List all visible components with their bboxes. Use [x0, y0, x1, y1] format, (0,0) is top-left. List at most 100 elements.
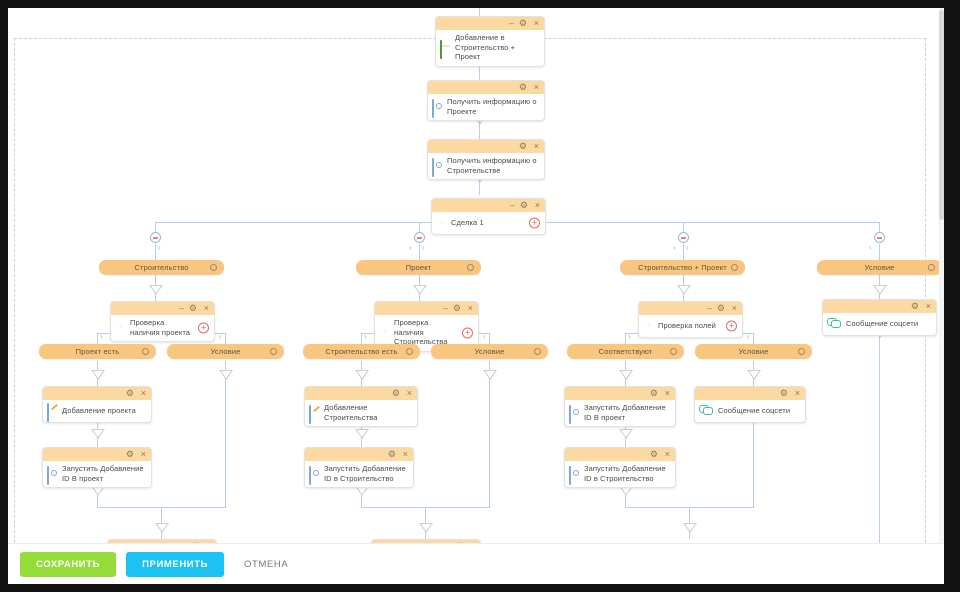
workflow-node-check[interactable]: – ⚙ × Проверка наличия проекта +: [110, 301, 215, 342]
gear-icon[interactable]: [798, 348, 805, 355]
minimize-icon[interactable]: –: [706, 303, 712, 313]
chevron-left-icon[interactable]: ‹: [409, 243, 412, 252]
close-icon[interactable]: ×: [406, 388, 412, 398]
close-icon[interactable]: ×: [533, 141, 539, 151]
branch-pill-proekt[interactable]: Проект: [356, 260, 481, 275]
chevron-right-icon[interactable]: ›: [100, 332, 103, 341]
save-button[interactable]: СОХРАНИТЬ: [20, 551, 117, 577]
close-icon[interactable]: ×: [470, 540, 475, 543]
add-branch-button[interactable]: +: [198, 322, 209, 334]
minimize-icon[interactable]: –: [178, 303, 184, 313]
condition-pill-proekt-est[interactable]: Проект есть: [39, 344, 156, 359]
add-branch-button[interactable]: +: [462, 327, 473, 339]
workflow-node[interactable]: ⚙ × Получить информацию о Проекте: [427, 80, 545, 121]
workflow-node-clipped[interactable]: ⚙ ×: [371, 539, 481, 543]
workflow-node[interactable]: ⚙ × Запустить Добавление ID в Строительс…: [304, 447, 414, 488]
gear-icon[interactable]: [670, 348, 677, 355]
gear-icon[interactable]: ⚙: [455, 540, 463, 543]
workflow-node-check[interactable]: – ⚙ × Проверка наличия Строительства +: [374, 301, 479, 352]
close-icon[interactable]: ×: [534, 200, 540, 210]
close-icon[interactable]: ×: [402, 449, 408, 459]
gear-icon[interactable]: ⚙: [716, 303, 725, 313]
workflow-node[interactable]: ⚙ × Добавление проекта: [42, 386, 152, 423]
apply-button[interactable]: ПРИМЕНИТЬ: [126, 551, 225, 577]
close-icon[interactable]: ×: [664, 388, 670, 398]
close-icon[interactable]: ×: [533, 18, 539, 28]
chevron-left-icon[interactable]: ‹: [869, 243, 872, 252]
gear-icon[interactable]: ⚙: [910, 301, 919, 311]
branch-pill-uslovie[interactable]: Условие: [817, 260, 942, 275]
gear-icon[interactable]: ⚙: [518, 82, 527, 92]
chevron-right-icon[interactable]: ›: [628, 332, 631, 341]
gear-icon[interactable]: ⚙: [125, 449, 134, 459]
gear-icon[interactable]: ⚙: [191, 540, 199, 543]
chevron-right-icon[interactable]: ›: [422, 243, 425, 252]
workflow-node-deal[interactable]: – ⚙ × Сделка 1 +: [431, 198, 546, 235]
close-icon[interactable]: ×: [925, 301, 931, 311]
scrollbar-thumb[interactable]: [939, 10, 944, 220]
gear-icon[interactable]: [928, 264, 935, 271]
gear-icon[interactable]: ⚙: [391, 388, 400, 398]
workflow-canvas[interactable]: › ‹ › ‹ › ‹ ›: [8, 8, 944, 543]
condition-pill-uslovie-1[interactable]: Условие: [167, 344, 284, 359]
add-branch-button[interactable]: +: [529, 217, 540, 229]
branch-pill-stroitelstvo-proekt[interactable]: Строительство + Проект: [620, 260, 745, 275]
close-icon[interactable]: ×: [140, 449, 146, 459]
gear-icon[interactable]: ⚙: [518, 141, 527, 151]
gear-icon[interactable]: ⚙: [519, 200, 528, 210]
gear-icon[interactable]: [270, 348, 277, 355]
close-icon[interactable]: ×: [794, 388, 800, 398]
workflow-node[interactable]: ⚙ × Запустить Добавление ID в Строительс…: [564, 447, 676, 488]
gear-icon[interactable]: ⚙: [779, 388, 788, 398]
gear-icon[interactable]: [142, 348, 149, 355]
minimize-icon[interactable]: –: [509, 200, 515, 210]
chevron-left-icon[interactable]: ‹: [483, 332, 486, 341]
gear-icon[interactable]: ⚙: [387, 449, 396, 459]
workflow-node[interactable]: ⚙ × Получить информацию о Строительстве: [427, 139, 545, 180]
gear-icon[interactable]: [534, 348, 541, 355]
gear-icon[interactable]: ⚙: [125, 388, 134, 398]
chevron-left-icon[interactable]: ‹: [219, 332, 222, 341]
workflow-node[interactable]: ⚙ × Добавление Строительства: [304, 386, 418, 427]
workflow-node-message[interactable]: ⚙ × Сообщение соцсети: [822, 299, 937, 336]
chevron-right-icon[interactable]: ›: [158, 243, 161, 252]
gear-icon[interactable]: [406, 348, 413, 355]
collapse-toggle[interactable]: [150, 232, 161, 243]
collapse-toggle[interactable]: [874, 232, 885, 243]
scrollbar-track[interactable]: [939, 8, 944, 543]
gear-icon[interactable]: ⚙: [452, 303, 461, 313]
chevron-left-icon[interactable]: ‹: [673, 243, 676, 252]
chevron-right-icon[interactable]: ›: [686, 243, 689, 252]
minimize-icon[interactable]: –: [508, 18, 514, 28]
condition-pill-uslovie-3[interactable]: Условие: [695, 344, 812, 359]
branch-pill-stroitelstvo[interactable]: Строительство: [99, 260, 224, 275]
gear-icon[interactable]: ⚙: [518, 18, 527, 28]
close-icon[interactable]: ×: [140, 388, 146, 398]
close-icon[interactable]: ×: [467, 303, 473, 313]
chevron-left-icon[interactable]: ‹: [747, 332, 750, 341]
close-icon[interactable]: ×: [533, 82, 539, 92]
workflow-node-message[interactable]: ⚙ × Сообщение соцсети: [694, 386, 806, 423]
workflow-node[interactable]: ⚙ × Запустить Добавление ID В проект: [42, 447, 152, 488]
cancel-button[interactable]: ОТМЕНА: [234, 552, 298, 577]
collapse-toggle[interactable]: [414, 232, 425, 243]
chevron-right-icon[interactable]: ›: [364, 332, 367, 341]
gear-icon[interactable]: ⚙: [649, 388, 658, 398]
collapse-toggle[interactable]: [678, 232, 689, 243]
gear-icon[interactable]: ⚙: [188, 303, 197, 313]
add-branch-button[interactable]: +: [726, 320, 737, 332]
gear-icon[interactable]: ⚙: [649, 449, 658, 459]
condition-pill-uslovie-2[interactable]: Условие: [431, 344, 548, 359]
workflow-node[interactable]: ⚙ × Запустить Добавление ID В проект: [564, 386, 676, 427]
gear-icon[interactable]: [467, 264, 474, 271]
condition-pill-stroitelstvo-est[interactable]: Строительство есть: [303, 344, 420, 359]
gear-icon[interactable]: [210, 264, 217, 271]
workflow-node-check[interactable]: – ⚙ × Проверка полей +: [638, 301, 743, 338]
close-icon[interactable]: ×: [206, 540, 211, 543]
close-icon[interactable]: ×: [664, 449, 670, 459]
close-icon[interactable]: ×: [731, 303, 737, 313]
workflow-node-clipped[interactable]: ⚙ ×: [107, 539, 217, 543]
close-icon[interactable]: ×: [203, 303, 209, 313]
minimize-icon[interactable]: –: [442, 303, 448, 313]
condition-pill-sootvetstvuyut[interactable]: Соответствуют: [567, 344, 684, 359]
